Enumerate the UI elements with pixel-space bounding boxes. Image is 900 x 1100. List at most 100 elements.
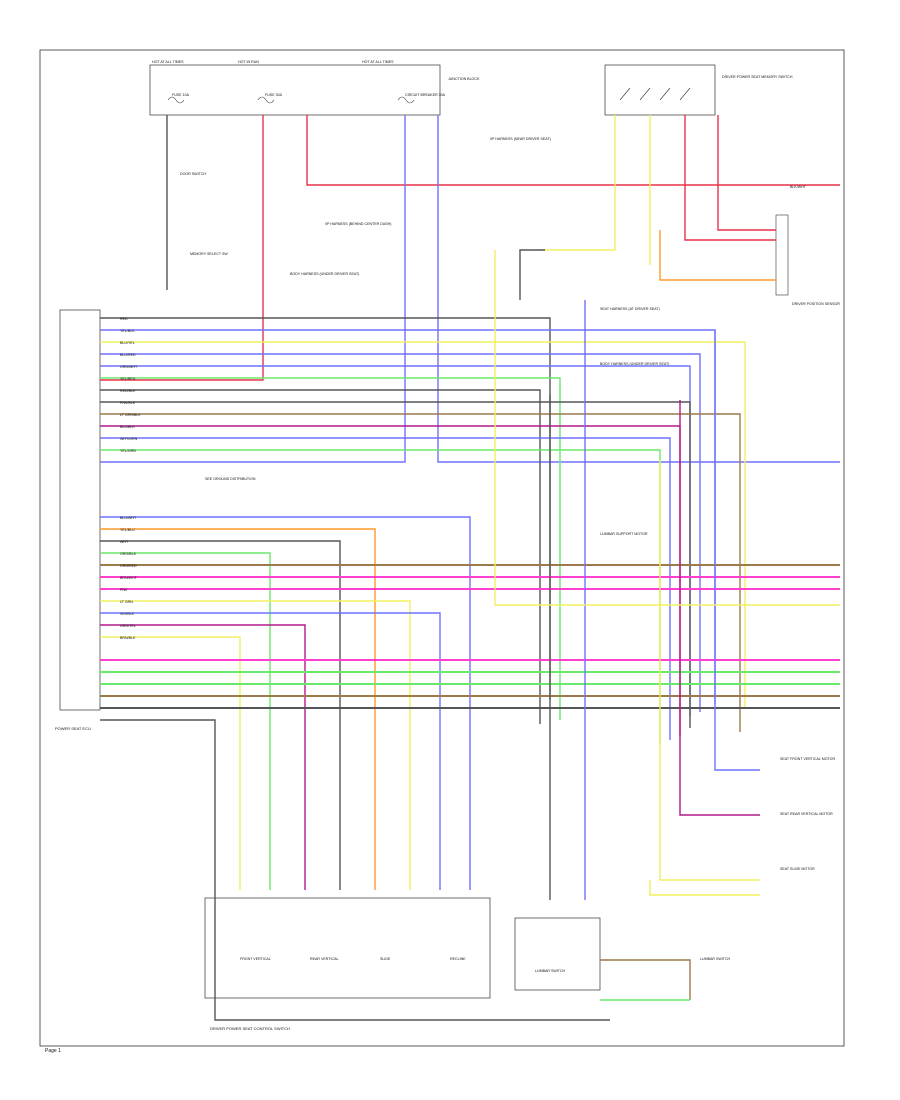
- splice-label-3: BODY HARNESS (UNDER DRIVER SEAT): [290, 272, 359, 276]
- power-seat-ecu: POWER SEAT ECU: [55, 309, 101, 731]
- wire-left-8: [100, 413, 741, 732]
- bottom-switch-label-0: FRONT VERTICAL: [240, 957, 271, 961]
- wire-low-9: [100, 624, 306, 890]
- page-label: Page 1: [45, 1048, 61, 1054]
- fuse-box-label-right: HOT AT ALL TIMES: [362, 60, 394, 64]
- wire-yellow-1: [540, 115, 616, 251]
- wire-yellow-rm2: [649, 880, 760, 896]
- wire-violet-rm: [679, 400, 760, 816]
- wire-low-8: [100, 612, 441, 890]
- wire-label-23: BRN/BLK: [120, 636, 136, 640]
- fuse-b-label: FUSE 30A: [265, 93, 283, 97]
- wire-low-2: [100, 540, 341, 890]
- note-door-switch: DOOR SWITCH: [180, 172, 206, 176]
- wire-label-18: BRN/WHT: [120, 576, 138, 580]
- wire-left-7: [100, 401, 691, 728]
- wire-low-10: [100, 636, 241, 890]
- note-ground: SEE GROUND DISTRIBUTION: [205, 477, 256, 481]
- wire-left-11: [100, 449, 661, 744]
- position-sensor-label: DRIVER POSITION SENSOR: [792, 302, 840, 306]
- ecu-label: POWER SEAT ECU: [55, 726, 91, 731]
- note-memory-select: MEMORY SELECT SW: [190, 252, 228, 256]
- motor-front-vertical: SEAT FRONT VERTICAL MOTOR: [780, 757, 835, 761]
- wire-low-1: [100, 528, 376, 890]
- wire-label-17: GRN/RED: [120, 564, 137, 568]
- wire-label-4: BLU/RED: [120, 353, 136, 357]
- wire-label-9: LT GRN/BLK: [120, 413, 141, 417]
- wire-left-0: [100, 317, 551, 700]
- motor-slide: SEAT SLIDE MOTOR: [780, 867, 815, 871]
- wire-label-8: PNK/BLK: [120, 401, 136, 405]
- note-lumbar-motor: LUMBAR SUPPORT MOTOR: [600, 532, 648, 536]
- splice-label-5: SEAT HARNESS (AT DRIVER SEAT): [600, 307, 660, 311]
- wire-label-20: LT GRN: [120, 600, 133, 604]
- wire-label-10: BLU/BLK: [120, 425, 135, 429]
- wire-label-14: YEL/BLU: [120, 528, 135, 532]
- wire-red-4: [717, 115, 776, 231]
- wire-brown-lum: [600, 959, 691, 1000]
- memory-switch: DRIVER POWER SEAT MEMORY SWITCH: [604, 64, 793, 116]
- wire-left-6: [100, 389, 541, 724]
- motor-front-vertical-label: SEAT FRONT VERTICAL MOTOR: [780, 757, 835, 761]
- wire-red-2: [306, 115, 840, 186]
- motor-rear-vertical-label: SEAT REAR VERTICAL MOTOR: [780, 812, 833, 816]
- wire-label-19: PNK: [120, 588, 128, 592]
- wire-label-3: BLU/YEL: [120, 341, 135, 345]
- splice-label-2: I/P HARNESS (BEHIND CENTER DASH): [325, 222, 391, 226]
- bottom-switch-label-2: SLIDE: [380, 957, 391, 961]
- wire-red-1: [100, 115, 264, 381]
- wire-left-10: [100, 437, 671, 740]
- wire-label-0: BLK/WHT: [790, 185, 807, 189]
- motor-rear-vertical: SEAT REAR VERTICAL MOTOR: [780, 812, 833, 816]
- splice-label-1: I/P HARNESS (NEAR DRIVER SEAT): [490, 137, 551, 141]
- wire-low-0: [100, 516, 471, 890]
- wires: [100, 115, 840, 1021]
- fuse-box-label-mid: HOT IN RUN: [238, 60, 259, 64]
- wire-labels: BLK/WHT RED YEL/BLK BLU/YEL BLU/RED GRN/WHT YE…: [120, 185, 807, 640]
- wire-label-6: YEL/RED: [120, 377, 136, 381]
- wire-orange-1: [659, 230, 776, 281]
- wire-gray-top: [519, 249, 545, 300]
- wire-left-3: [100, 353, 701, 712]
- wire-label-15: WHT: [120, 540, 129, 544]
- wire-label-21: VIO/BLK: [120, 612, 135, 616]
- fuse-box-side-label: JUNCTION BLOCK: [448, 77, 480, 81]
- note-lumbar-switch: LUMBAR SWITCH: [700, 957, 731, 961]
- wire-label-13: BLU/WHT: [120, 516, 137, 520]
- wire-low-3: [100, 552, 271, 890]
- fuse-a-label: FUSE 10A: [172, 93, 190, 97]
- diagram-frame: [39, 49, 845, 1047]
- wire-blue-1: [100, 115, 406, 463]
- driver-seat-switch: FRONT VERTICAL REAR VERTICAL SLIDE RECLI…: [204, 897, 601, 1031]
- memory-switch-label: DRIVER POWER SEAT MEMORY SWITCH: [722, 75, 793, 79]
- wire-low-7: [100, 600, 411, 890]
- wire-blue-rm: [714, 330, 760, 771]
- fuse-box: HOT AT ALL TIMES HOT IN RUN HOT AT ALL T…: [149, 60, 480, 116]
- wire-left-2: [100, 341, 746, 708]
- lumbar-box-label: LUMBAR SWITCH: [535, 969, 566, 973]
- wire-label-12: YEL/GRN: [120, 449, 136, 453]
- wire-left-5: [100, 377, 561, 720]
- wire-blue-2: [437, 115, 840, 463]
- position-sensor-connector: DRIVER POSITION SENSOR: [775, 214, 840, 306]
- wire-label-7: RED/BLK: [120, 389, 136, 393]
- wire-label-22: GRN/YEL: [120, 624, 136, 628]
- bottom-switch-label-3: RECLINE: [450, 957, 466, 961]
- fuse-c-label: CIRCUIT BREAKER 30A: [405, 93, 446, 97]
- wire-label-16: ORG/BLK: [120, 552, 137, 556]
- wire-label-5: GRN/WHT: [120, 365, 138, 369]
- bottom-switch-label-1: REAR VERTICAL: [310, 957, 339, 961]
- fuse-box-label-left: HOT AT ALL TIMES: [152, 60, 184, 64]
- splice-label-4: BODY HARNESS (UNDER DRIVER SEAT): [600, 362, 669, 366]
- wire-red-3: [684, 115, 776, 241]
- wire-label-11: WHT/GRN: [120, 437, 138, 441]
- wire-yellow-loop: [494, 250, 840, 606]
- motor-slide-label: SEAT SLIDE MOTOR: [780, 867, 815, 871]
- title-block: DRIVER POWER SEAT CONTROL SWITCH: [210, 1026, 290, 1031]
- wire-label-1: RED: [120, 317, 128, 321]
- wire-left-9: [100, 425, 681, 736]
- wire-label-2: YEL/BLK: [120, 329, 135, 333]
- wire-gray-trunk: [100, 719, 610, 1021]
- wire-yellow-rm: [659, 460, 760, 881]
